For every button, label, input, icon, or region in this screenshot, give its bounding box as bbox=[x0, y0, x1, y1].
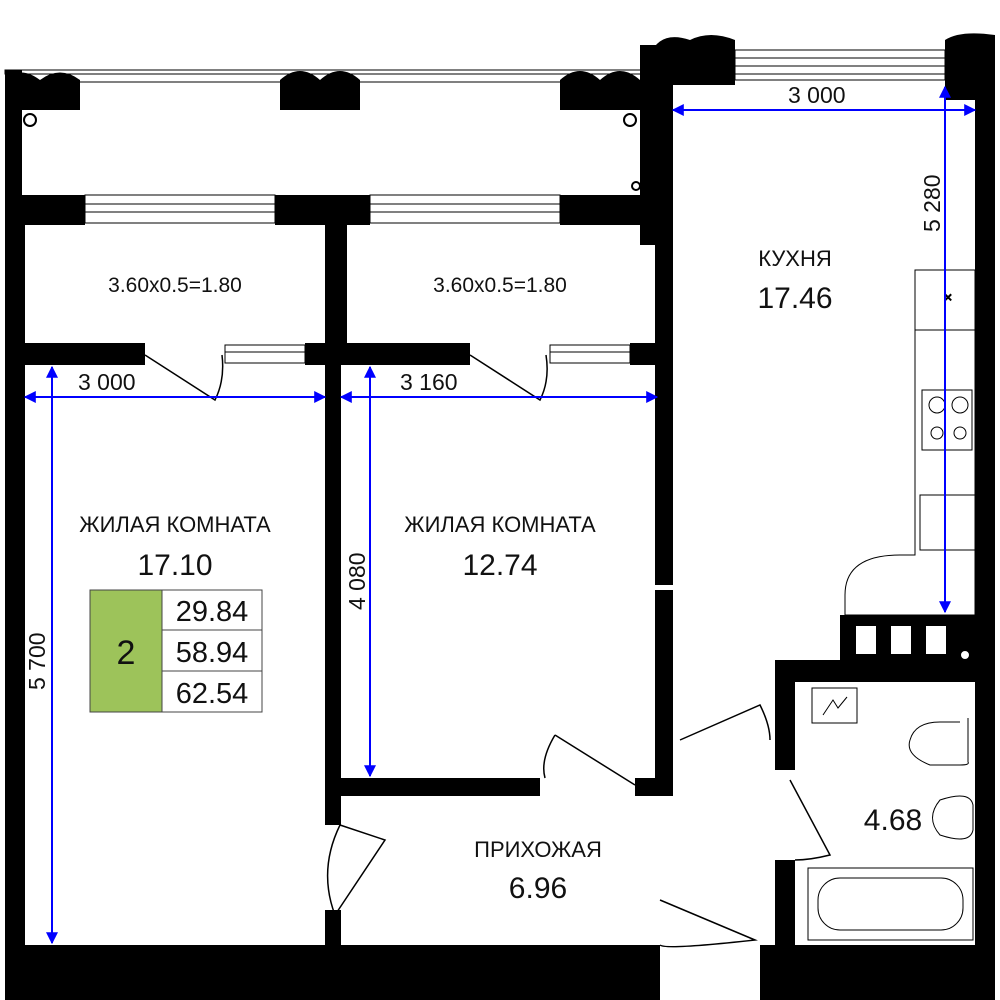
bathroom-area: 4.68 bbox=[864, 804, 922, 837]
dim-right-height: 4 080 bbox=[344, 552, 370, 610]
dim-right-width: 3 160 bbox=[400, 369, 458, 395]
kitchen-top-wall bbox=[650, 33, 995, 101]
balcony-label-left: 3.60x0.5=1.80 bbox=[108, 274, 242, 297]
balcony-label-right: 3.60x0.5=1.80 bbox=[433, 274, 567, 297]
bedroom-left-name: ЖИЛАЯ КОМНАТА bbox=[79, 512, 271, 537]
dim-kitchen-height: 5 280 bbox=[919, 174, 945, 232]
kitchen-base-cabinets bbox=[854, 624, 971, 661]
hallway-area: 6.96 bbox=[509, 872, 567, 905]
kitchen-name: КУХНЯ bbox=[758, 246, 832, 271]
bedroom-right-name: ЖИЛАЯ КОМНАТА bbox=[404, 512, 596, 537]
area-summary-table: 2 29.84 58.94 62.54 bbox=[89, 589, 263, 713]
total-area: 58.94 bbox=[176, 637, 249, 669]
rooms-count-cell bbox=[89, 589, 163, 713]
windows bbox=[84, 194, 631, 364]
hallway-name: ПРИХОЖАЯ bbox=[474, 837, 602, 862]
kitchen-counter: × bbox=[844, 269, 976, 616]
living-area: 29.84 bbox=[176, 596, 249, 628]
kitchen-area: 17.46 bbox=[757, 282, 832, 315]
bathroom-fixtures bbox=[807, 687, 974, 941]
bedroom-right-area: 12.74 bbox=[462, 549, 537, 582]
balcony-posts bbox=[5, 71, 641, 191]
bedroom-left-area: 17.10 bbox=[137, 549, 212, 582]
area-with-balconies: 62.54 bbox=[176, 678, 249, 710]
dim-kitchen-width: 3 000 bbox=[788, 82, 846, 108]
dim-left-width: 3 000 bbox=[78, 369, 136, 395]
dim-left-height: 5 700 bbox=[24, 632, 50, 690]
rooms-count: 2 bbox=[117, 634, 136, 672]
walls bbox=[5, 85, 995, 1000]
dimension-lines bbox=[23, 85, 977, 945]
